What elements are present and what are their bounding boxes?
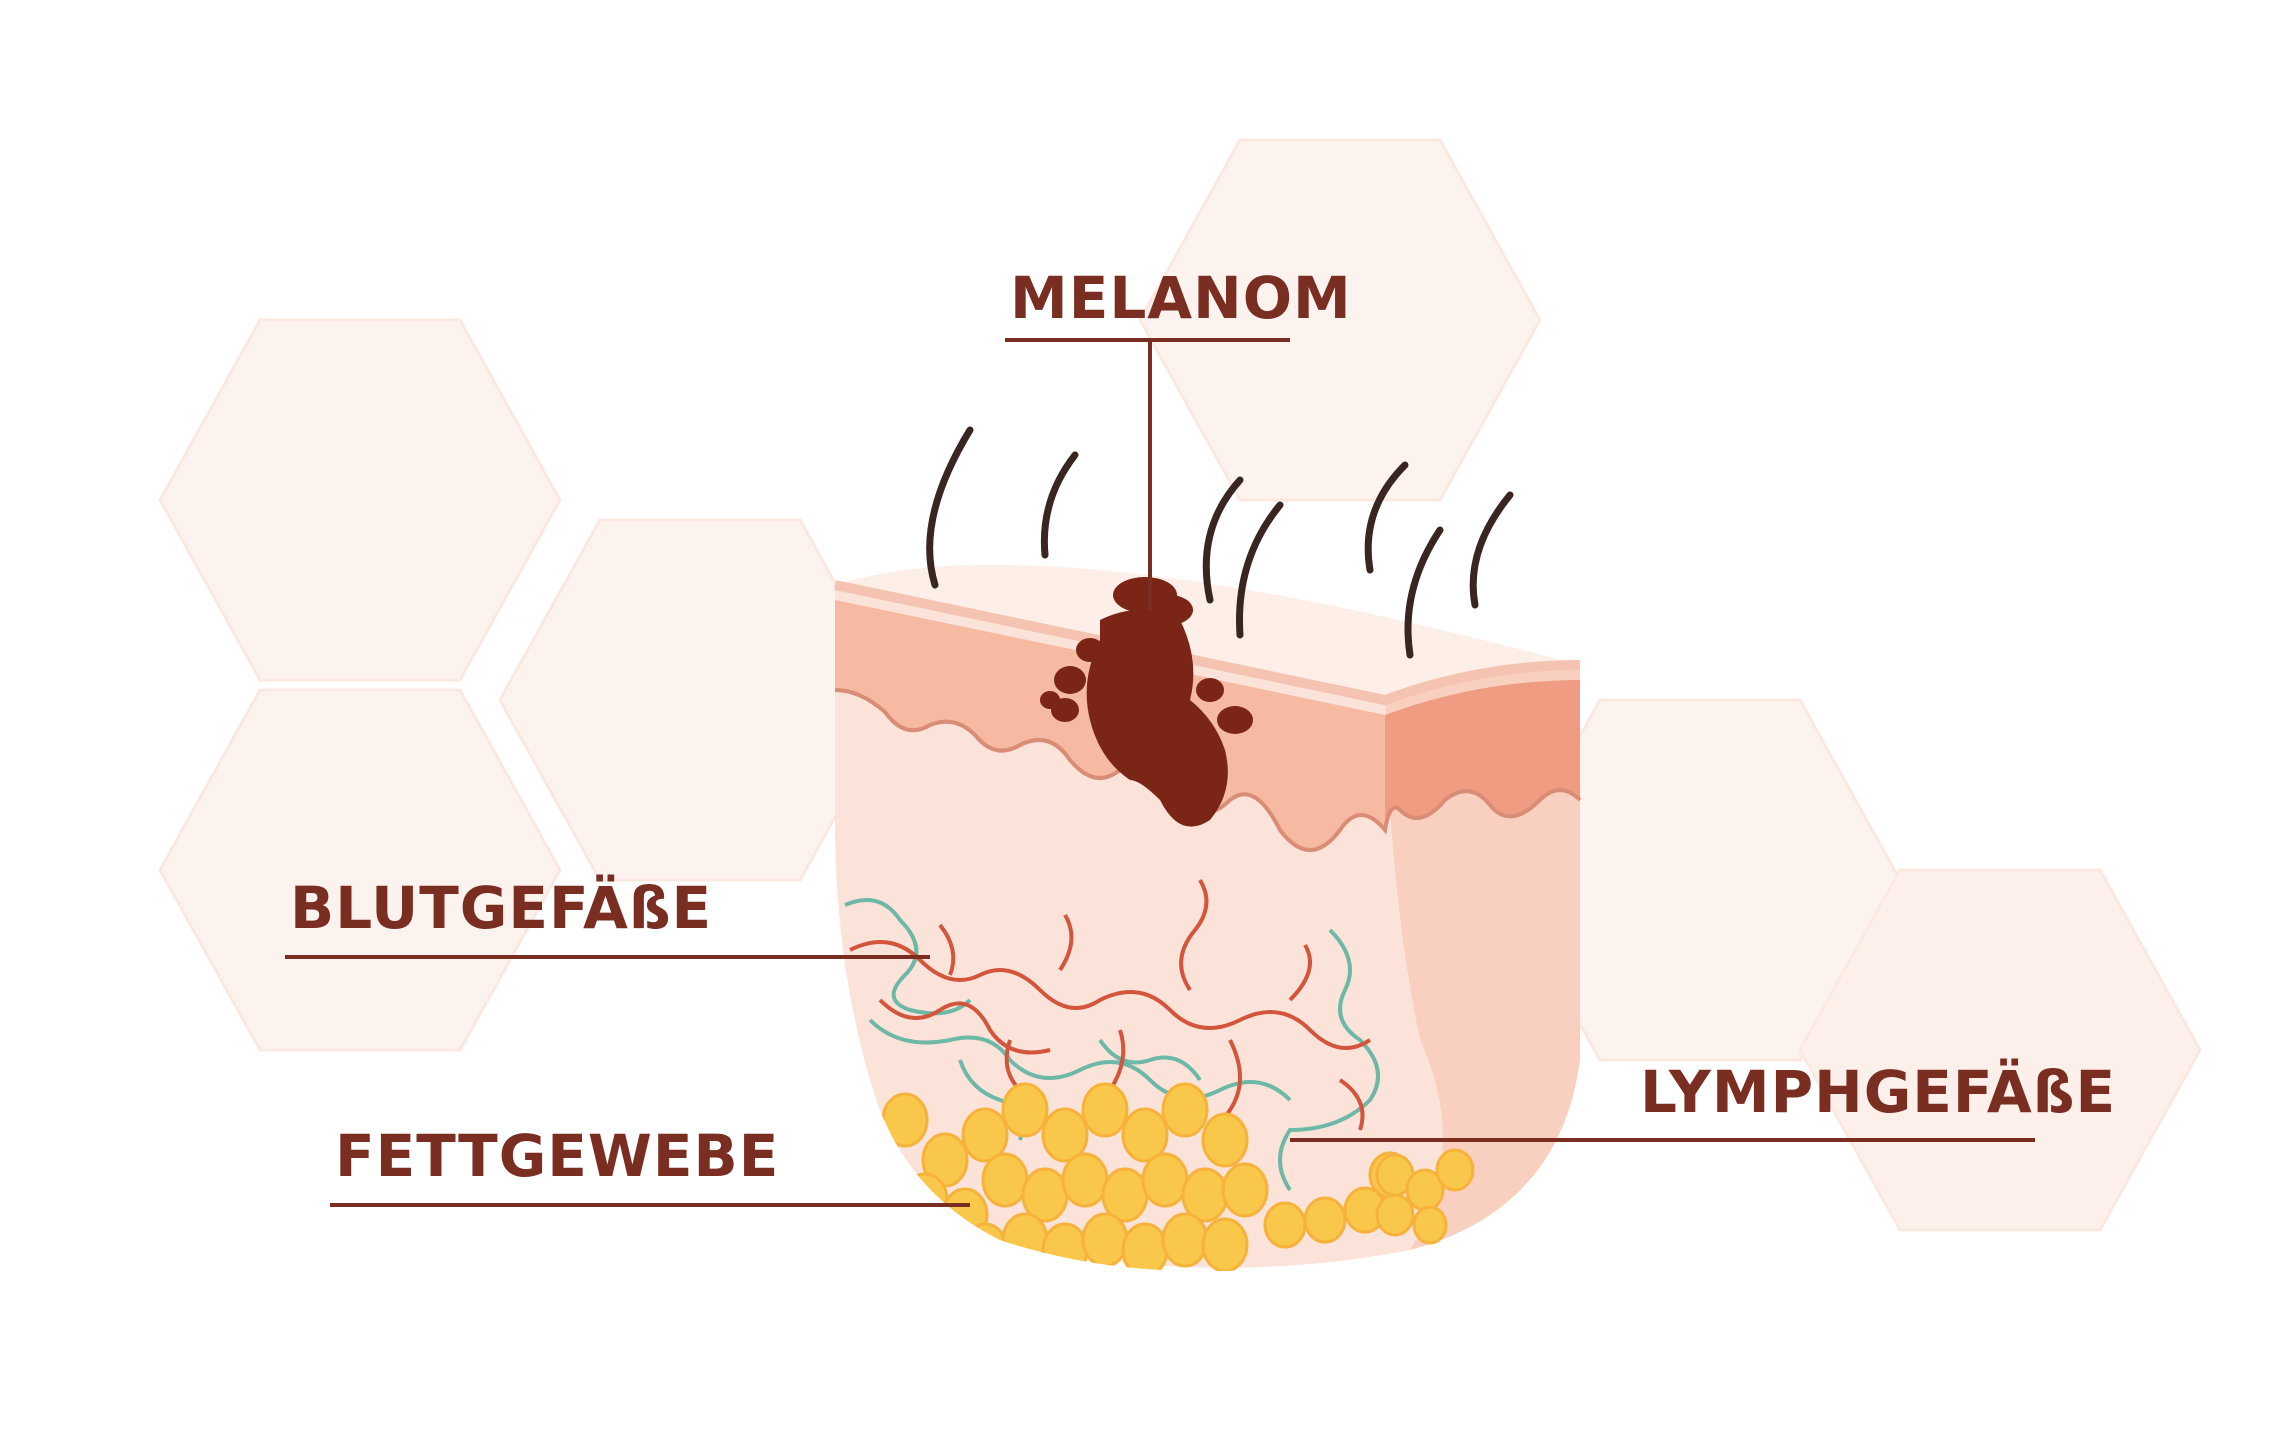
hair [1236, 501, 1284, 639]
hair [926, 426, 974, 589]
fat-tissue-callout: FETTGEWEBE [330, 1122, 970, 1207]
melanoma-callout: MELANOM [1005, 264, 1352, 610]
epidermis-side [1385, 680, 1580, 830]
hair [1202, 476, 1244, 604]
honeycomb-cell [158, 688, 562, 1052]
hairs [926, 426, 1514, 659]
melanoma-lesion [1040, 577, 1253, 827]
hair [1404, 526, 1444, 659]
hair [1364, 461, 1409, 574]
blood-vessels-label: BLUTGEFÄßE [290, 873, 712, 942]
lymph-vessels [844, 898, 1380, 1192]
melanoma-label: MELANOM [1010, 264, 1352, 332]
skin-top-surface [835, 564, 1580, 700]
honeycomb-background [158, 138, 2202, 1232]
honeycomb-cell [158, 318, 562, 682]
fat-tissue-label: FETTGEWEBE [335, 1122, 779, 1190]
honeycomb-cell [1138, 138, 1542, 502]
lymph-vessels-label: LYMPHGEFÄßE [1640, 1057, 2116, 1126]
dermis-papillae-line [834, 688, 1582, 852]
lymph-vessels-callout: LYMPHGEFÄßE [1290, 1057, 2116, 1142]
skin-top-edge [833, 580, 1581, 706]
blood-vessels-callout: BLUTGEFÄßE [285, 873, 930, 959]
hair [1040, 451, 1079, 559]
honeycomb-cell [498, 518, 902, 882]
hair [1469, 491, 1514, 609]
fat-tissue-side [1375, 1148, 1475, 1245]
